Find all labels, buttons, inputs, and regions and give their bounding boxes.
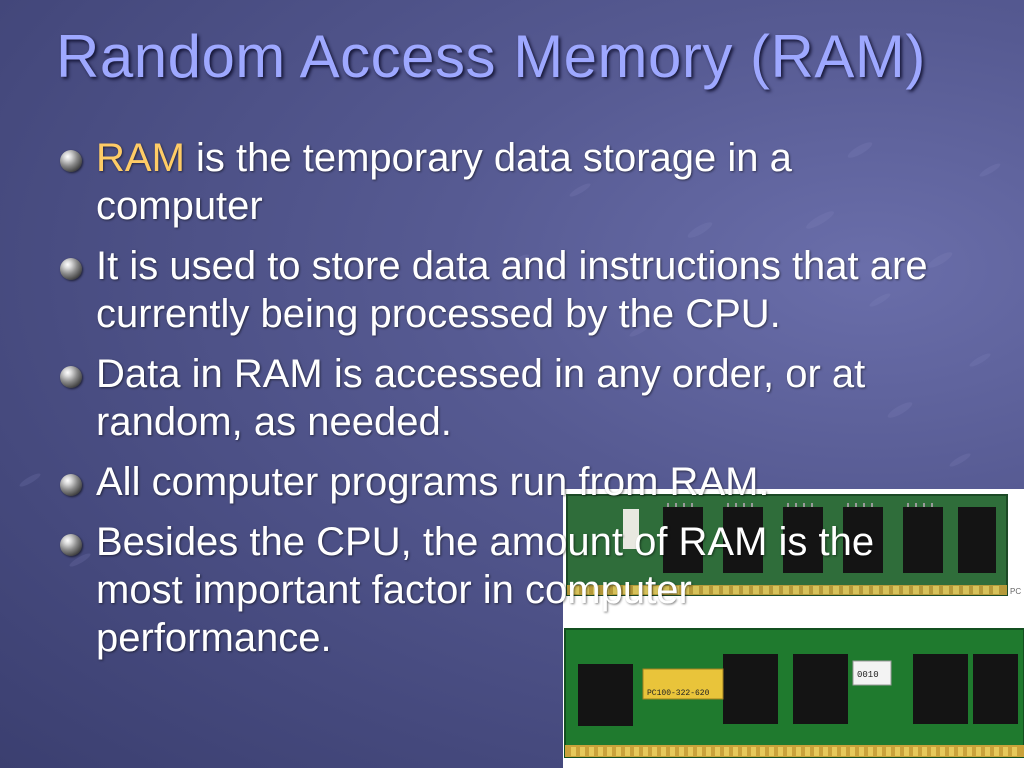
ram-module-top: PC — [566, 494, 1021, 596]
bullet-item: All computer programs run from RAM. — [60, 458, 916, 506]
bullet-sphere-icon — [60, 474, 82, 496]
slide-title: Random Access Memory (RAM) — [56, 23, 926, 90]
bullet-sphere-icon — [60, 366, 82, 388]
module-top-label: PC — [1010, 587, 1021, 596]
bullet-item: Besides the CPU, the amount of RAM is th… — [60, 518, 936, 662]
bullet-item: RAM is the temporary data storage in a c… — [60, 134, 916, 230]
bullet-text: All computer programs run from RAM. — [96, 460, 770, 504]
module-chip-text: PC100-322-620 — [647, 689, 710, 698]
bullet-item: Data in RAM is accessed in any order, or… — [60, 350, 956, 446]
ram-modules-image: PC — [563, 489, 1024, 768]
bullet-sphere-icon — [60, 258, 82, 280]
bullet-list: RAM is the temporary data storage in a c… — [60, 134, 940, 674]
module-chip-sticker — [642, 668, 724, 700]
bullet-text: It is used to store data and instruction… — [96, 244, 928, 336]
bullet-text: Besides the CPU, the amount of RAM is th… — [96, 520, 875, 660]
bullet-text: Data in RAM is accessed in any order, or… — [96, 352, 866, 444]
module-code-sticker — [852, 660, 892, 686]
bullet-item: It is used to store data and instruction… — [60, 242, 936, 338]
module-label-sticker — [623, 509, 639, 549]
bullet-sphere-icon — [60, 534, 82, 556]
highlight-term: RAM — [96, 136, 185, 180]
ram-module-bottom: PC100-322-620 0010 — [564, 628, 1024, 758]
bullet-text: is the temporary data storage in a compu… — [96, 136, 792, 228]
bullet-sphere-icon — [60, 150, 82, 172]
module-code-text: 0010 — [857, 670, 879, 680]
